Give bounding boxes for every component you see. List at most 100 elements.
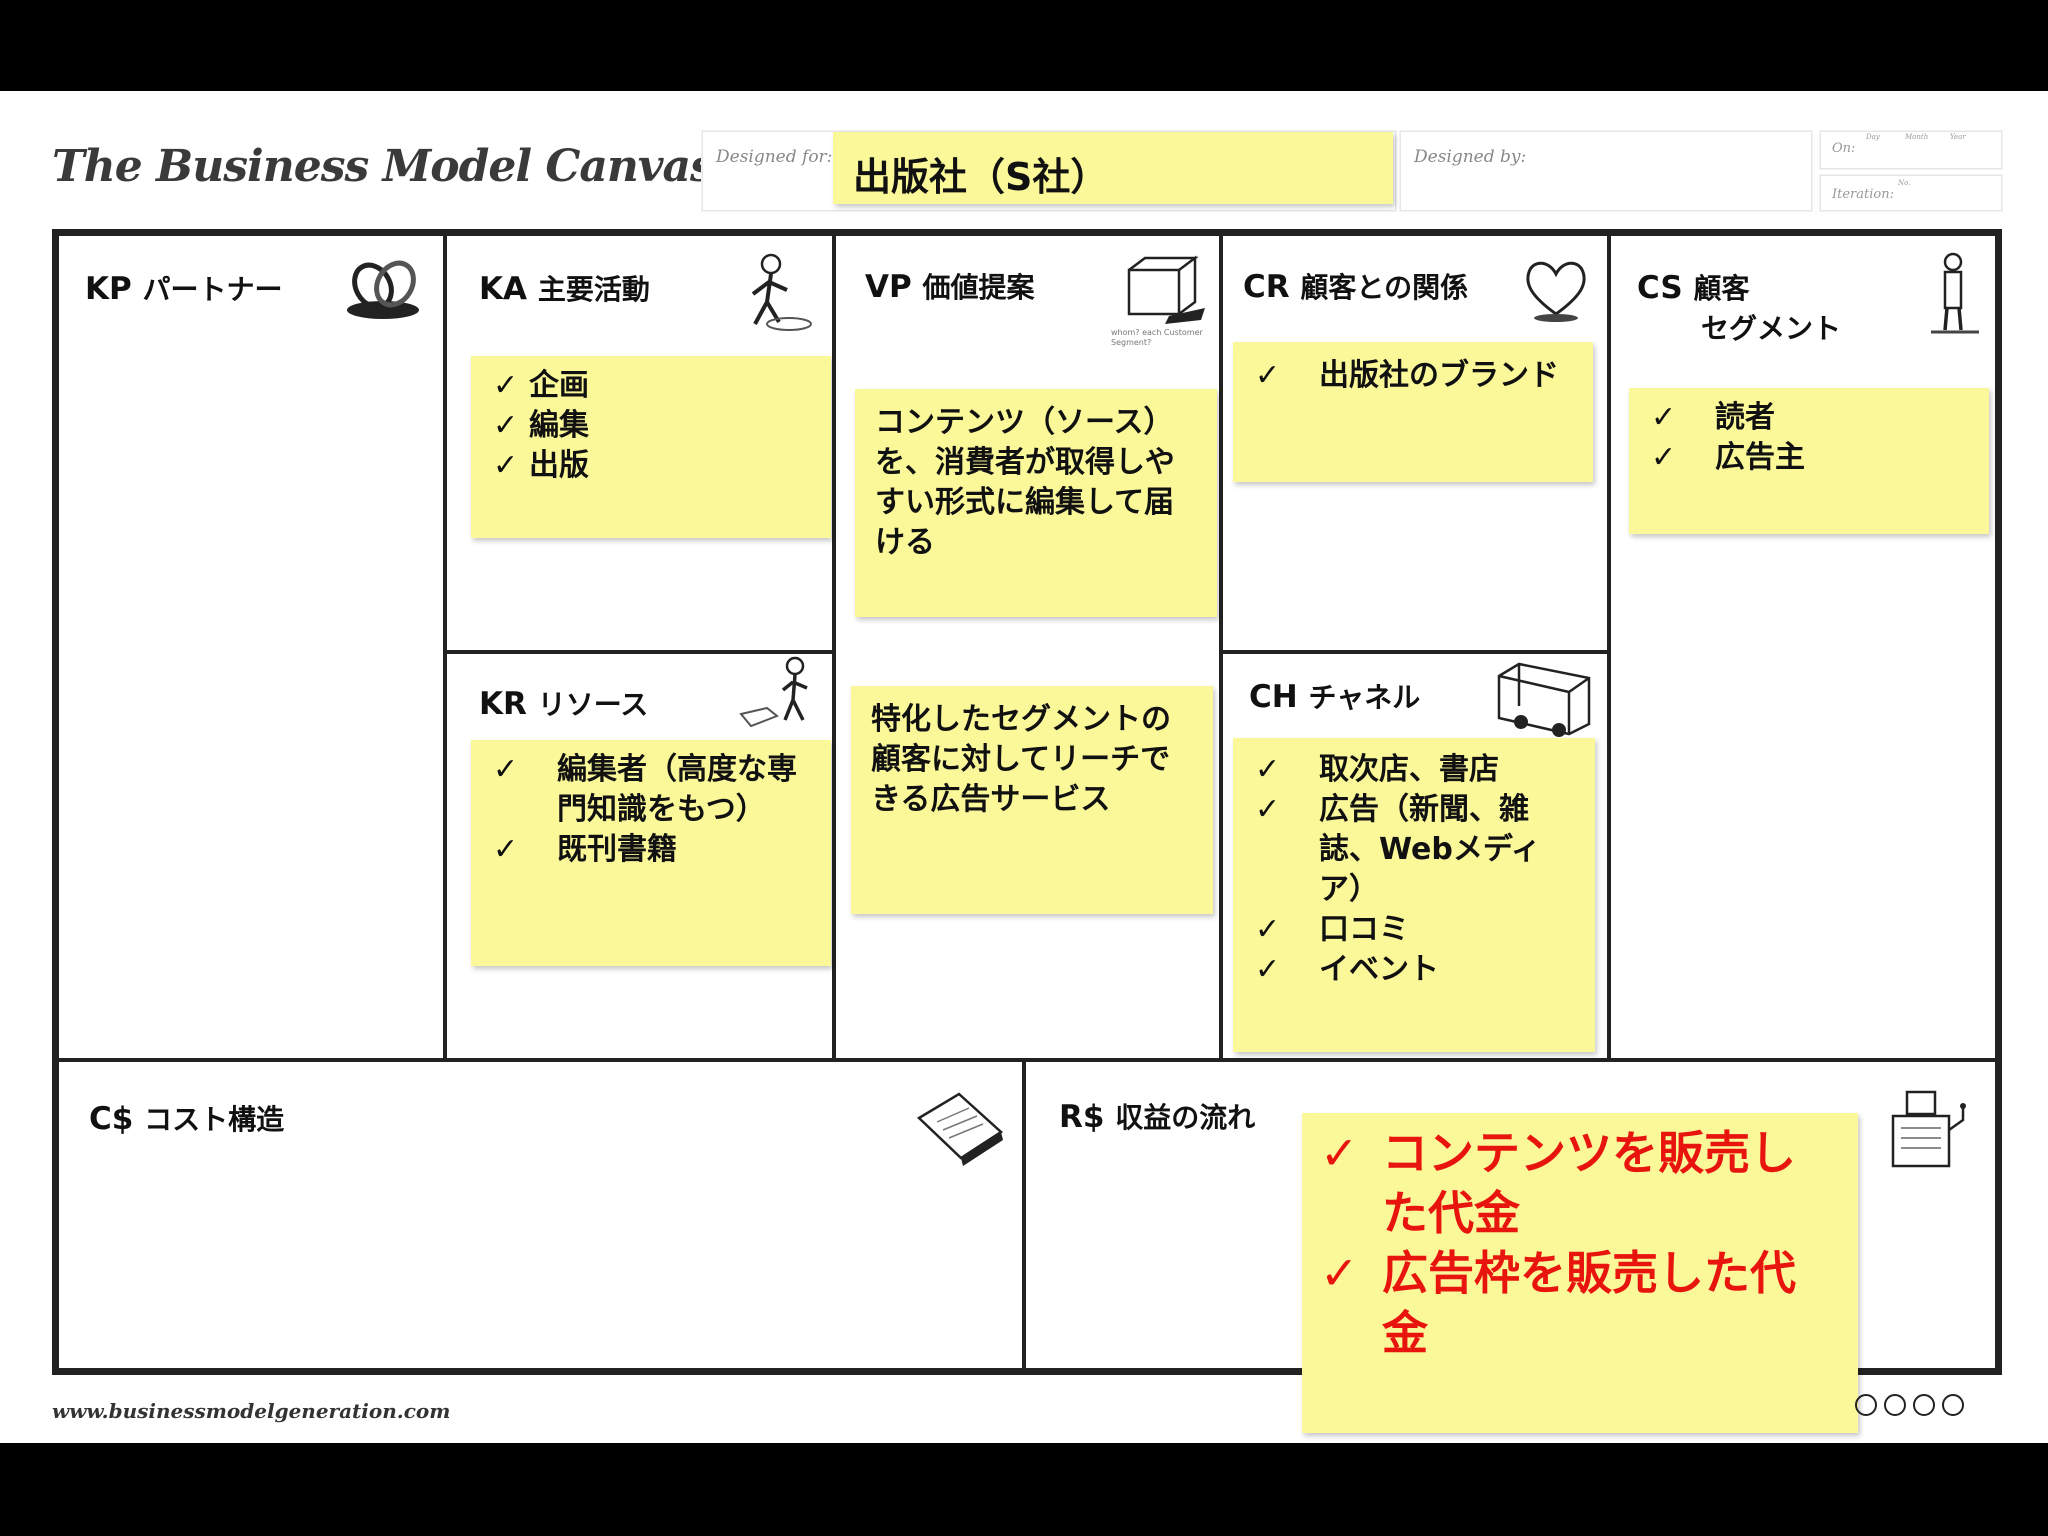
divider bbox=[443, 236, 447, 1062]
chain-links-icon bbox=[347, 260, 419, 319]
ch-item-text: 口コミ bbox=[1319, 912, 1409, 947]
ch-title: CH チャネル bbox=[1249, 676, 1420, 716]
license-icons bbox=[1855, 1394, 1971, 1420]
ch-note[interactable]: ✓取次店、書店 ✓広告（新聞、雑誌、Webメディア） ✓口コミ ✓イベント bbox=[1233, 738, 1595, 1052]
ka-item: ✓出版 bbox=[493, 446, 809, 486]
revenue-name: 収益の流れ bbox=[1115, 1101, 1256, 1134]
on-label: On: bbox=[1832, 141, 1856, 156]
vp-note-1-text: コンテンツ（ソース）を、消費者が取得しやすい形式に編集して届ける bbox=[875, 405, 1175, 560]
ch-item-text: イベント bbox=[1319, 952, 1439, 987]
check-icon: ✓ bbox=[1651, 400, 1677, 435]
revenue-note[interactable]: ✓コンテンツを販売した代金 ✓ 広告枠を販売した代金 bbox=[1302, 1113, 1858, 1433]
cs-name-line1: 顧客 bbox=[1693, 272, 1750, 305]
cost-name: コスト構造 bbox=[144, 1103, 285, 1136]
noncommercial-icon bbox=[1913, 1394, 1935, 1416]
ch-code: CH bbox=[1249, 679, 1298, 715]
kp-name: パートナー bbox=[142, 273, 283, 306]
cr-item: ✓出版社のブランド bbox=[1255, 356, 1571, 396]
check-icon: ✓ bbox=[1320, 1246, 1359, 1300]
check-icon: ✓ bbox=[493, 448, 519, 483]
resources-icon bbox=[739, 656, 808, 728]
designed-for-value[interactable]: 出版社（S社） bbox=[833, 132, 1393, 204]
revenue-item-text: コンテンツを販売した代金 bbox=[1382, 1126, 1796, 1240]
kr-item: ✓ 既刊書籍 bbox=[493, 830, 809, 870]
revenue-item-text: 広告枠を販売した代金 bbox=[1382, 1246, 1796, 1360]
cs-title: CS 顧客 セグメント bbox=[1637, 268, 1841, 349]
vp-note-2-text: 特化したセグメントの顧客に対してリーチできる広告サービス bbox=[871, 702, 1171, 817]
cash-register-icon bbox=[1891, 1090, 1966, 1168]
ka-code: KA bbox=[479, 271, 528, 307]
revenue-item: ✓コンテンツを販売した代金 bbox=[1320, 1123, 1840, 1243]
ka-title: KA 主要活動 bbox=[479, 268, 650, 308]
cr-item-text: 出版社のブランド bbox=[1319, 358, 1559, 393]
check-icon: ✓ bbox=[493, 368, 519, 403]
revenue-title: R$ 収益の流れ bbox=[1059, 1096, 1255, 1136]
vp-note-1[interactable]: コンテンツ（ソース）を、消費者が取得しやすい形式に編集して届ける bbox=[855, 389, 1217, 617]
check-icon: ✓ bbox=[1255, 952, 1281, 987]
kr-title: KR リソース bbox=[479, 683, 648, 723]
vp-note-2[interactable]: 特化したセグメントの顧客に対してリーチできる広告サービス bbox=[851, 686, 1213, 914]
attribution-icon bbox=[1942, 1394, 1964, 1416]
designed-by-label: Designed by: bbox=[1414, 147, 1527, 167]
price-tag-icon bbox=[916, 1092, 1004, 1166]
kr-name: リソース bbox=[537, 688, 649, 721]
divider bbox=[1607, 236, 1611, 1062]
check-icon: ✓ bbox=[493, 408, 519, 443]
gift-icon bbox=[1127, 255, 1205, 324]
heart-icon bbox=[1526, 261, 1586, 322]
divider bbox=[1219, 236, 1223, 1062]
kp-code: KP bbox=[85, 271, 132, 307]
ka-item-text: 編集 bbox=[529, 408, 589, 443]
ch-item-text: 広告（新聞、雑誌、Webメディア） bbox=[1319, 792, 1541, 907]
divider bbox=[832, 236, 836, 1062]
kr-item: ✓ 編集者（高度な専門知識をもつ） bbox=[493, 750, 809, 830]
iteration-field[interactable] bbox=[1820, 175, 2002, 211]
divider bbox=[59, 1058, 1995, 1062]
kp-title: KP パートナー bbox=[85, 268, 283, 308]
day-label: Day bbox=[1866, 133, 1880, 141]
person-standing-icon bbox=[1931, 252, 1979, 334]
cost-title: C$ コスト構造 bbox=[89, 1098, 284, 1138]
cs-note[interactable]: ✓読者 ✓広告主 bbox=[1629, 388, 1989, 534]
ch-item: ✓ 取次店、書店 bbox=[1255, 750, 1573, 790]
divider bbox=[1022, 1060, 1026, 1368]
cr-title: CR 顧客との関係 bbox=[1243, 266, 1468, 306]
year-label: Year bbox=[1950, 133, 1966, 141]
cr-name: 顧客との関係 bbox=[1300, 271, 1469, 304]
divider bbox=[445, 650, 834, 654]
footer-url[interactable]: www.businessmodelgeneration.com bbox=[52, 1399, 451, 1423]
cc-icon bbox=[1855, 1394, 1877, 1416]
check-icon: ✓ bbox=[493, 832, 519, 867]
page-title: The Business Model Canvas bbox=[52, 141, 715, 192]
kr-item-text: 編集者（高度な専門知識をもつ） bbox=[557, 752, 797, 827]
cr-note[interactable]: ✓出版社のブランド bbox=[1233, 342, 1593, 482]
cost-code: C$ bbox=[89, 1101, 134, 1137]
ch-item: ✓広告（新聞、雑誌、Webメディア） bbox=[1255, 790, 1573, 910]
designed-by-field[interactable] bbox=[1400, 131, 1812, 211]
truck-icon bbox=[1497, 662, 1591, 737]
no-label: No. bbox=[1898, 179, 1911, 187]
cs-code: CS bbox=[1637, 270, 1683, 306]
iteration-label: Iteration: bbox=[1832, 187, 1894, 202]
check-icon: ✓ bbox=[1255, 752, 1281, 787]
ch-item-text: 取次店、書店 bbox=[1319, 752, 1499, 787]
kr-note[interactable]: ✓ 編集者（高度な専門知識をもつ） ✓ 既刊書籍 bbox=[471, 740, 831, 966]
revenue-code: R$ bbox=[1059, 1099, 1105, 1135]
ka-note[interactable]: ✓企画 ✓ 編集 ✓出版 bbox=[471, 356, 831, 538]
cr-code: CR bbox=[1243, 269, 1290, 305]
cs-item: ✓広告主 bbox=[1651, 438, 1967, 478]
worker-activity-icon bbox=[751, 253, 812, 331]
ch-item: ✓ イベント bbox=[1255, 950, 1573, 990]
ka-item: ✓ 編集 bbox=[493, 406, 809, 446]
kr-item-text: 既刊書籍 bbox=[557, 832, 677, 867]
ka-item: ✓企画 bbox=[493, 366, 809, 406]
kr-code: KR bbox=[479, 686, 527, 722]
cs-item: ✓読者 bbox=[1651, 398, 1967, 438]
check-icon: ✓ bbox=[1651, 440, 1677, 475]
check-icon: ✓ bbox=[493, 752, 519, 787]
vp-name: 価値提案 bbox=[922, 271, 1035, 304]
designed-for-label: Designed for: bbox=[716, 147, 833, 167]
divider bbox=[1221, 650, 1609, 654]
date-field[interactable] bbox=[1820, 131, 2002, 169]
ch-name: チャネル bbox=[1308, 681, 1421, 714]
